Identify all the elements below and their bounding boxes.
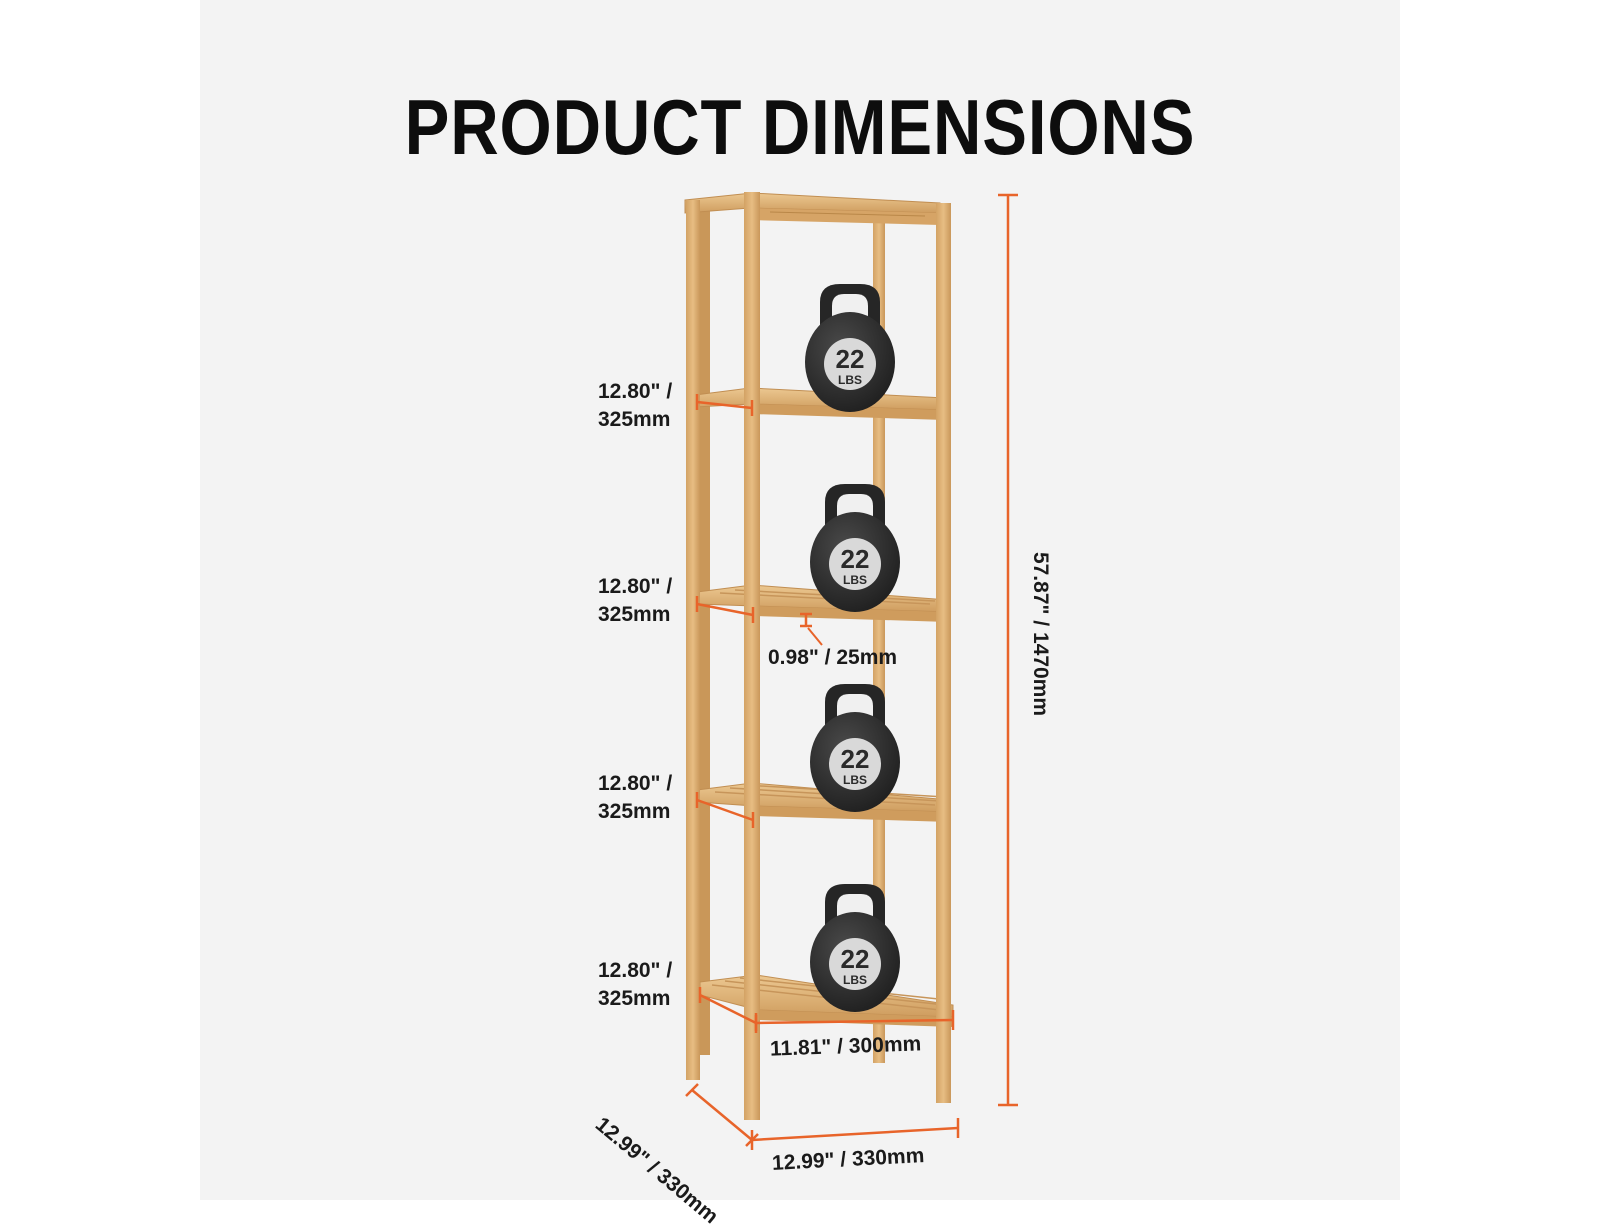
shelf-width-marker-2 <box>695 596 755 623</box>
top-frame <box>684 192 941 225</box>
shelf-gap-metric: 325mm <box>598 603 671 626</box>
front-middle-leg <box>744 192 760 1120</box>
shelf-width-marker-1 <box>695 394 754 416</box>
bottom-shelf-width-line <box>754 1010 955 1033</box>
kettlebell-weight: 22 <box>841 544 870 574</box>
shelf-gap-metric: 325mm <box>598 987 671 1010</box>
kettlebell-weight: 22 <box>836 344 865 374</box>
base-width-line <box>750 1118 960 1150</box>
kettlebell-2: 22 LBS <box>810 484 900 612</box>
shelf-gap-imperial: 12.80" / <box>598 575 673 598</box>
kettlebell-3: 22 LBS <box>810 684 900 812</box>
kettlebell-unit: LBS <box>838 373 862 387</box>
shelf-gap-label-3: 12.80" / 325mm <box>598 770 688 826</box>
shelf-gap-label-1: 12.80" / 325mm <box>598 378 688 434</box>
kettlebell-unit: LBS <box>843 573 867 587</box>
total-height-label: 57.87" / 1470mm <box>1029 551 1052 717</box>
kettlebell-weight: 22 <box>841 744 870 774</box>
front-right-leg <box>936 203 951 1103</box>
shelf-gap-metric: 325mm <box>598 800 671 823</box>
shelf-illustration: 22 LBS 22 LBS 22 LBS 22 LBS <box>684 192 1018 1150</box>
shelf-gap-imperial: 12.80" / <box>598 380 673 403</box>
kettlebell-1: 22 LBS <box>805 284 895 412</box>
kettlebell-4: 22 LBS <box>810 884 900 1012</box>
shelf-width-marker-3 <box>695 792 755 828</box>
back-right-leg <box>873 218 885 1063</box>
kettlebell-unit: LBS <box>843 773 867 787</box>
shelf-thickness-label: 0.98" / 25mm <box>768 646 898 669</box>
page-title: PRODUCT DIMENSIONS <box>404 83 1196 171</box>
shelf-gap-label-4: 12.80" / 325mm <box>598 957 688 1013</box>
kettlebell-unit: LBS <box>843 973 867 987</box>
back-left-leg <box>700 205 710 1055</box>
shelf-gap-imperial: 12.80" / <box>598 959 673 982</box>
shelf-gap-label-2: 12.80" / 325mm <box>598 573 688 629</box>
front-left-leg <box>686 200 700 1080</box>
shelf-gap-imperial: 12.80" / <box>598 772 673 795</box>
shelf-width-label: 11.81" / 300mm <box>769 1032 922 1061</box>
shelf-gap-metric: 325mm <box>598 408 671 431</box>
height-dimension-line <box>998 193 1018 1107</box>
shelf-thickness-marker <box>800 612 823 646</box>
kettlebell-weight: 22 <box>841 944 870 974</box>
